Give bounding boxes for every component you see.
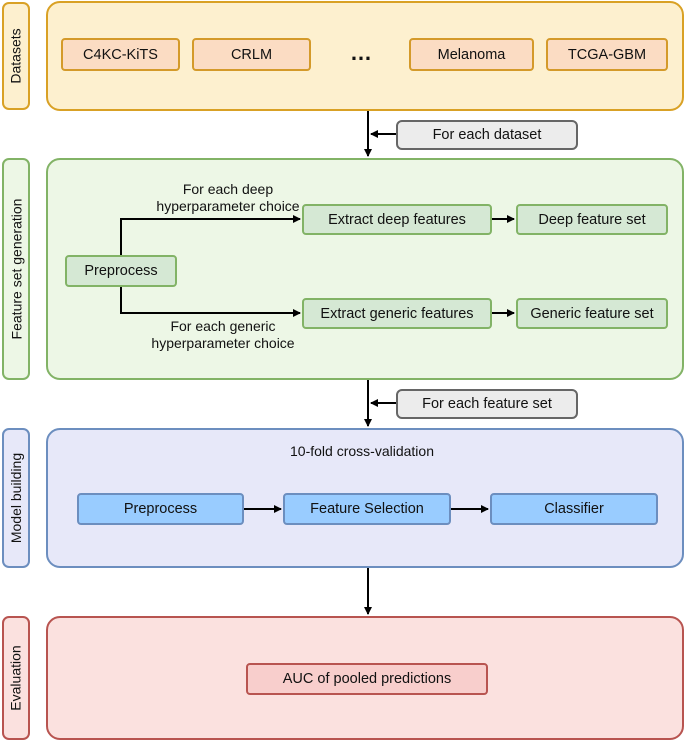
feature-selection-label: Feature Selection [310, 501, 424, 517]
preprocess-box: Preprocess [65, 255, 177, 287]
section-label-feature-set-generation: Feature set generation [2, 158, 30, 380]
generic-choice-line2: hyperparameter choice [151, 335, 295, 351]
dataset-box-c4kc-kits: C4KC-KiTS [61, 38, 180, 71]
generic-feature-set-box: Generic feature set [516, 298, 668, 329]
extract-generic-features-box: Extract generic features [302, 298, 492, 329]
dataset-box-melanoma: Melanoma [409, 38, 534, 71]
deep-feature-set-label: Deep feature set [538, 211, 646, 228]
dataset-label: C4KC-KiTS [83, 46, 158, 63]
extract-generic-features-label: Extract generic features [320, 305, 474, 322]
extract-deep-features-label: Extract deep features [328, 211, 466, 228]
mb-preprocess-label: Preprocess [123, 501, 198, 517]
auc-box: AUC of pooled predictions [246, 663, 488, 695]
mb-preprocess-box: Preprocess [77, 493, 244, 525]
dataset-box-crlm: CRLM [192, 38, 311, 71]
for-each-feature-set-label: For each feature set [422, 396, 552, 412]
extract-deep-features-box: Extract deep features [302, 204, 492, 235]
deep-choice-line1: For each deep [182, 181, 274, 197]
dataset-label: Melanoma [437, 46, 506, 63]
cross-validation-title: 10-fold cross-validation [290, 443, 434, 459]
deep-choice-label: For each deep hyperparameter choice [138, 181, 318, 215]
classifier-box: Classifier [490, 493, 658, 525]
feature-set-generation-panel [46, 158, 684, 380]
generic-feature-set-label: Generic feature set [530, 305, 654, 322]
for-each-dataset-label: For each dataset [432, 127, 542, 143]
dataset-label: TCGA-GBM [567, 46, 647, 63]
dataset-label: CRLM [230, 46, 273, 63]
generic-choice-label: For each generic hyperparameter choice [128, 318, 318, 352]
auc-label: AUC of pooled predictions [282, 671, 452, 687]
arrow-preprocess-to-extract-deep [120, 215, 301, 255]
preprocess-label: Preprocess [84, 263, 158, 279]
section-label-datasets: Datasets [2, 2, 30, 110]
deep-choice-line2: hyperparameter choice [156, 198, 300, 214]
for-each-feature-set-box: For each feature set [396, 389, 578, 419]
classifier-label: Classifier [544, 501, 604, 517]
section-label-evaluation: Evaluation [2, 616, 30, 740]
evaluation-panel [46, 616, 684, 740]
dataset-ellipsis: … [350, 40, 374, 65]
section-label-model-building: Model building [2, 428, 30, 568]
for-each-dataset-box: For each dataset [396, 120, 578, 150]
feature-selection-box: Feature Selection [283, 493, 451, 525]
arrow-preprocess-to-extract-generic [120, 287, 301, 317]
dataset-box-tcga-gbm: TCGA-GBM [546, 38, 668, 71]
generic-choice-line1: For each generic [170, 318, 276, 334]
deep-feature-set-box: Deep feature set [516, 204, 668, 235]
